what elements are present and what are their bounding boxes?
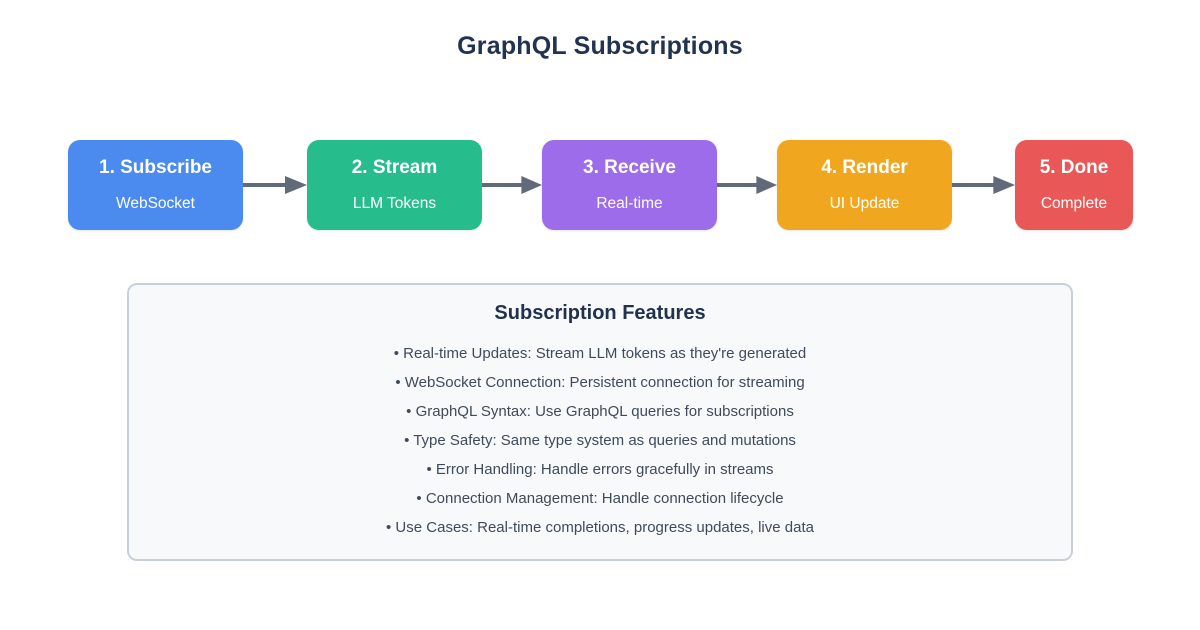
step-sublabel: Real-time: [596, 195, 663, 212]
step-sublabel: WebSocket: [116, 195, 195, 212]
feature-item: • Error Handling: Handle errors graceful…: [426, 461, 774, 478]
step-sublabel: Complete: [1040, 195, 1108, 212]
feature-item: • Use Cases: Real-time completions, prog…: [386, 519, 814, 536]
step-label: 1. Subscribe: [99, 157, 212, 178]
flow-step-subscribe: 1. Subscribe WebSocket: [68, 140, 243, 230]
step-label: 2. Stream: [351, 157, 438, 178]
flow-step-stream: 2. Stream LLM Tokens: [307, 140, 482, 230]
flow-arrow-icon: [952, 176, 1015, 194]
flow-step-receive: 3. Receive Real-time: [542, 140, 717, 230]
features-title: Subscription Features: [494, 302, 706, 324]
features-panel: Subscription Features • Real-time Update…: [127, 283, 1073, 561]
step-sublabel: UI Update: [829, 195, 900, 212]
step-label: 5. Done: [1039, 157, 1109, 178]
flow-step-render: 4. Render UI Update: [777, 140, 952, 230]
flow-arrow-icon: [243, 176, 307, 194]
page-title: GraphQL Subscriptions: [457, 32, 743, 60]
features-list: • Real-time Updates: Stream LLM tokens a…: [129, 339, 1071, 542]
feature-item: • WebSocket Connection: Persistent conne…: [395, 374, 805, 391]
flow-arrow-icon: [482, 176, 542, 194]
feature-item: • GraphQL Syntax: Use GraphQL queries fo…: [406, 403, 794, 420]
feature-item: • Type Safety: Same type system as queri…: [404, 432, 796, 449]
flow-step-done: 5. Done Complete: [1015, 140, 1133, 230]
step-sublabel: LLM Tokens: [352, 195, 437, 212]
feature-item: • Real-time Updates: Stream LLM tokens a…: [393, 345, 807, 362]
step-label: 4. Render: [821, 157, 908, 178]
step-label: 3. Receive: [583, 157, 676, 178]
feature-item: • Connection Management: Handle connecti…: [416, 490, 784, 507]
flow-arrow-icon: [717, 176, 777, 194]
